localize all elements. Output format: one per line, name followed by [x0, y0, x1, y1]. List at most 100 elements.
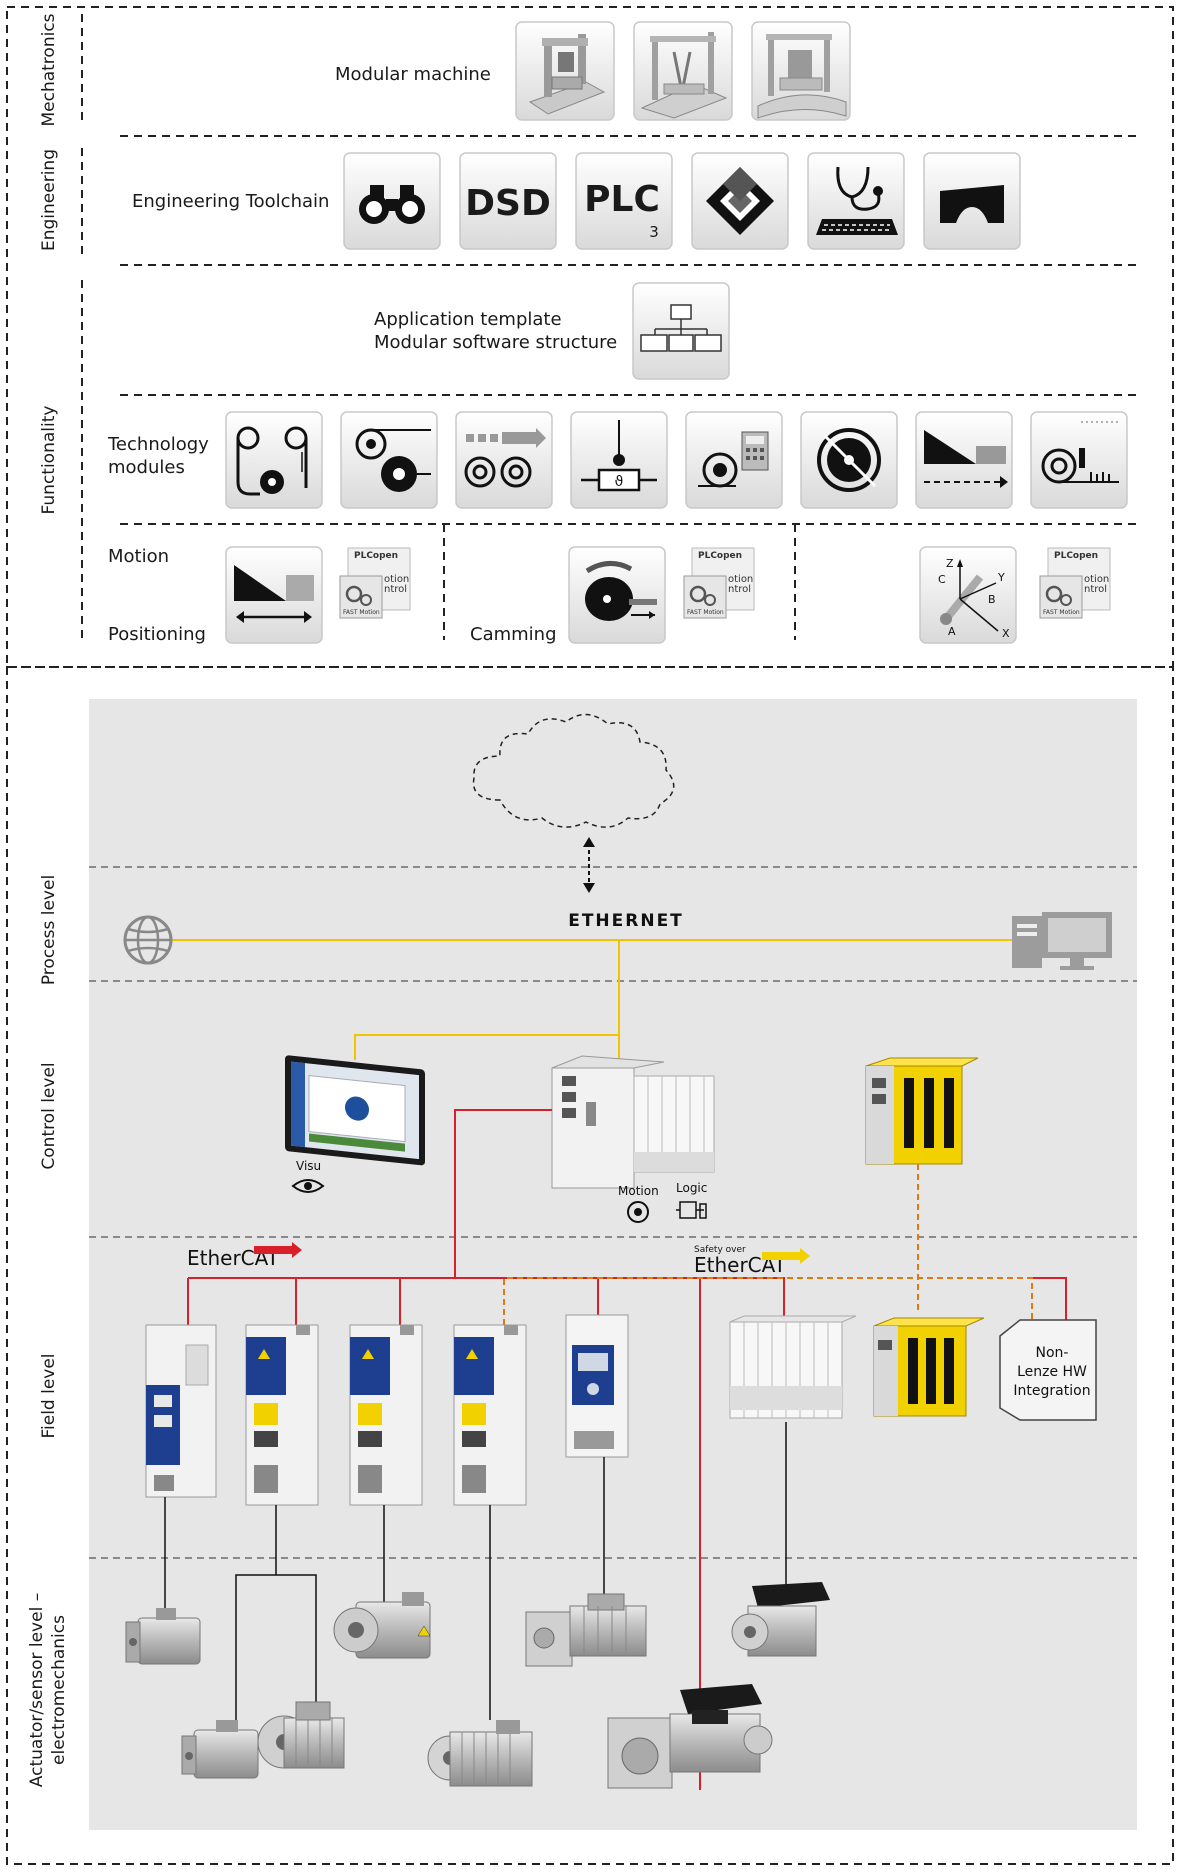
non-lenze-line2: Lenze HW	[1017, 1364, 1087, 1380]
servo-motor-3	[181, 1720, 259, 1779]
non-lenze-line3: Integration	[1013, 1383, 1090, 1399]
drive-i950	[145, 1324, 217, 1498]
tool-diagnostics-icon[interactable]	[807, 152, 905, 250]
tech-dancer-icon[interactable]	[225, 411, 323, 509]
engineering-toolchain-label: Engineering Toolchain	[132, 191, 329, 212]
machine-image-3	[751, 21, 851, 121]
io-system-field	[729, 1315, 857, 1419]
label-actuator-level-1: Actuator/sensor level –	[27, 1593, 47, 1787]
dsd-text: DSD	[465, 183, 551, 224]
axis-x: X	[1002, 627, 1010, 640]
smart-motor	[731, 1582, 830, 1657]
geared-motor-1	[525, 1593, 647, 1667]
tool-plc-icon[interactable]: PLC 3	[575, 152, 673, 250]
tech-winder-icon[interactable]	[340, 411, 438, 509]
label-engineering: Engineering	[39, 149, 59, 251]
tech-calculator-winder-icon[interactable]	[685, 411, 783, 509]
tech-flying-saw-icon[interactable]	[915, 411, 1013, 509]
logic-control-icon	[676, 1201, 707, 1219]
label-process-level: Process level	[39, 875, 59, 985]
label-mechatronics: Mechatronics	[39, 13, 59, 126]
motion-control-label: Motion	[618, 1184, 659, 1198]
eye-icon	[291, 1179, 325, 1193]
tool-engineer-diamond-icon[interactable]	[691, 152, 789, 250]
ethercat-logo: EtherCAT	[187, 1242, 302, 1270]
positioning-icon[interactable]	[225, 546, 323, 644]
application-template-label: Application template	[374, 309, 562, 330]
servo-motor-2	[333, 1592, 431, 1659]
bottom-section-frame	[6, 666, 1174, 1865]
plcopen-badge-camming: PLCopen otion ntrol FAST Motion	[683, 547, 755, 619]
tool-binoculars-icon[interactable]	[343, 152, 441, 250]
tech-line-shaft-icon[interactable]	[455, 411, 553, 509]
asynchronous-motor-1	[257, 1701, 345, 1769]
visu-hmi-panel	[285, 1055, 425, 1166]
safety-controller-top	[865, 1057, 979, 1165]
cloud-icon	[472, 713, 675, 828]
motion-control-icon	[627, 1201, 649, 1223]
drive-i700-1	[245, 1324, 319, 1506]
modular-software-structure-label: Modular software structure	[374, 332, 617, 353]
robotics-icon[interactable]: Z Y C B A X	[919, 546, 1017, 644]
label-field-level: Field level	[39, 1353, 59, 1438]
axis-y: Y	[997, 571, 1005, 584]
svg-text:otion: otion	[384, 574, 409, 585]
plcopen-badge-positioning: PLCopen otion ntrol FAST Motion	[339, 547, 411, 619]
machine-image-1	[515, 21, 615, 121]
tool-dsd-icon[interactable]: DSD	[459, 152, 557, 250]
svg-text:ntrol: ntrol	[384, 584, 407, 595]
smart-geared-motor	[607, 1684, 773, 1789]
visu-label: Visu	[296, 1159, 321, 1173]
controller-device	[551, 1055, 715, 1189]
drive-i500	[565, 1314, 629, 1458]
axis-b: B	[988, 593, 996, 606]
tech-cross-cutter-icon[interactable]	[800, 411, 898, 509]
plcopen-badge-robotics: PLCopen otion ntrol FAST Motion	[1039, 547, 1111, 619]
svg-text:PLCopen: PLCopen	[698, 551, 742, 561]
non-lenze-line1: Non-	[1036, 1345, 1069, 1361]
safety-controller-field	[873, 1317, 985, 1417]
axis-c: C	[938, 573, 946, 586]
logic-control-label: Logic	[676, 1181, 707, 1195]
svg-text:FAST Motion: FAST Motion	[343, 609, 380, 616]
modular-machine-label: Modular machine	[335, 64, 491, 85]
svg-text:FAST Motion: FAST Motion	[1043, 609, 1080, 616]
computer-icon	[1012, 912, 1112, 970]
globe-icon	[123, 915, 173, 965]
drive-i700-3	[453, 1324, 527, 1506]
tech-hoist-icon[interactable]: ϑ	[570, 411, 668, 509]
svg-text:otion: otion	[728, 574, 753, 585]
svg-text:ntrol: ntrol	[728, 584, 751, 595]
motion-label: Motion	[108, 546, 169, 567]
svg-text:ϑ: ϑ	[615, 474, 624, 490]
camming-icon[interactable]	[568, 546, 666, 644]
positioning-label: Positioning	[108, 624, 206, 645]
safety-over-label: Safety over	[694, 1245, 746, 1255]
svg-text:ntrol: ntrol	[1084, 584, 1107, 595]
machine-image-2	[633, 21, 733, 121]
camming-label: Camming	[470, 624, 557, 645]
axis-a: A	[948, 625, 956, 638]
plc-text: PLC	[584, 179, 660, 220]
drive-i700-2	[349, 1324, 423, 1506]
non-lenze-hw-box: Non- Lenze HW Integration	[999, 1319, 1097, 1421]
label-control-level: Control level	[39, 1062, 59, 1169]
modules-label: modules	[108, 457, 185, 478]
plc-sub-text: 3	[649, 223, 659, 241]
svg-text:PLCopen: PLCopen	[354, 551, 398, 561]
axis-z: Z	[946, 557, 954, 570]
ethercat-safety-logo: Safety over EtherCAT	[694, 1245, 810, 1277]
svg-text:PLCopen: PLCopen	[1054, 551, 1098, 561]
servo-motor-4	[427, 1720, 533, 1787]
top-section-frame	[6, 6, 1174, 668]
servo-motor-1	[125, 1608, 201, 1665]
tool-bridge-icon[interactable]	[923, 152, 1021, 250]
ethernet-label: ETHERNET	[568, 911, 684, 931]
application-template-icon[interactable]	[632, 282, 730, 380]
label-functionality: Functionality	[39, 406, 59, 515]
svg-text:FAST Motion: FAST Motion	[687, 609, 724, 616]
label-actuator-level-2: electromechanics	[49, 1615, 69, 1765]
tech-register-icon[interactable]	[1030, 411, 1128, 509]
technology-label: Technology	[107, 434, 209, 455]
